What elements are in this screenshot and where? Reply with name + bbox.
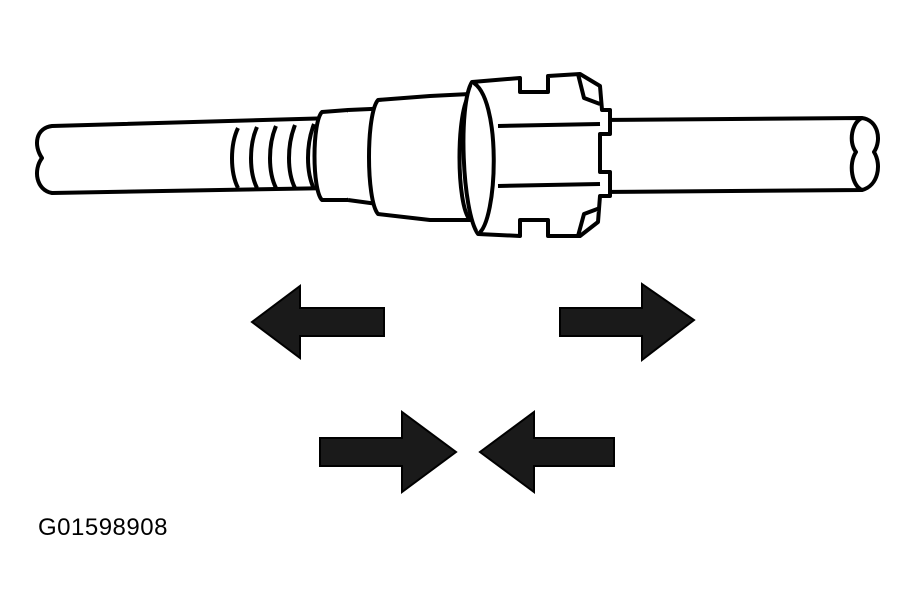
figure-id-label: G01598908 [38, 514, 168, 541]
right-tube [599, 116, 880, 194]
left-tube [34, 116, 336, 195]
arrow-right-icon [319, 410, 458, 494]
arrow-left-icon [478, 410, 615, 494]
retainer-nut [461, 72, 612, 238]
arrow-right-icon [559, 282, 696, 363]
arrow-left-icon [250, 284, 385, 360]
tube-ribs [230, 123, 316, 190]
